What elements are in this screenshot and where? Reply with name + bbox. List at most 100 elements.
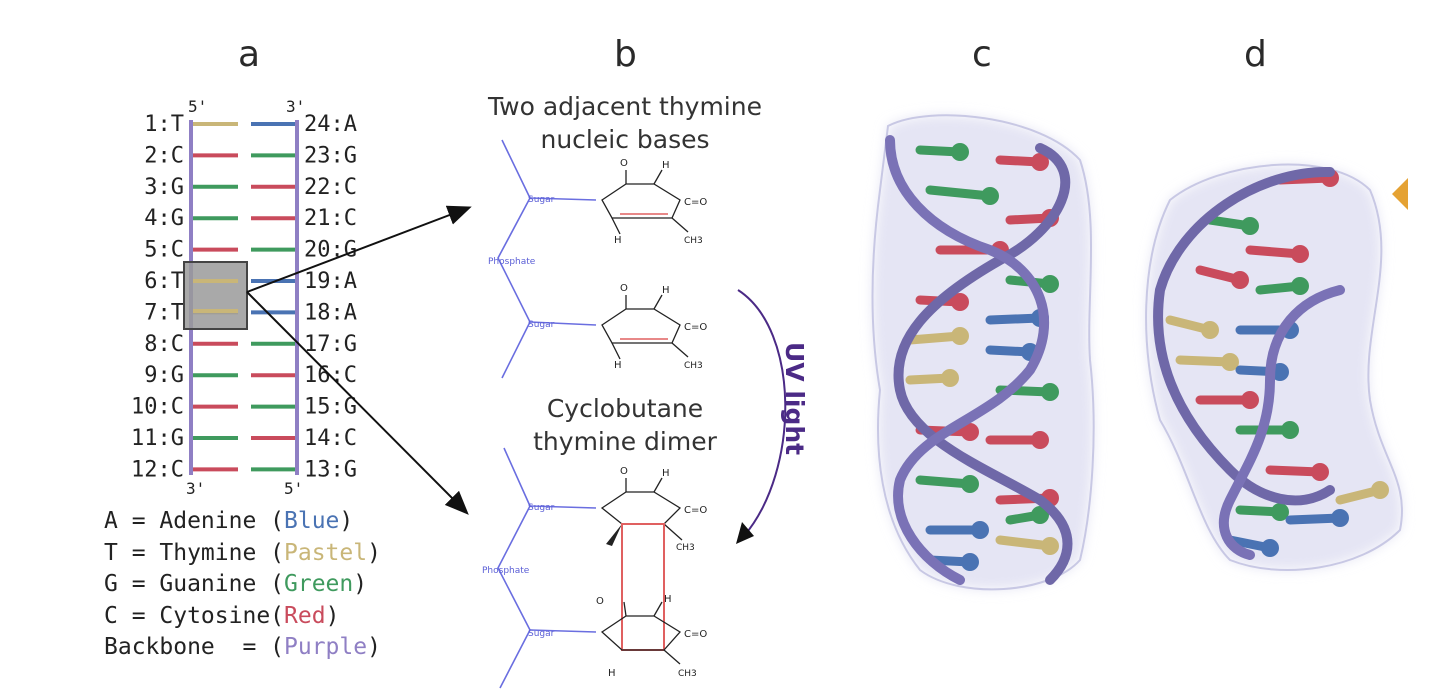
thymine-selection-box xyxy=(183,261,248,330)
base-label-right: 18:A xyxy=(304,300,357,325)
base-label-right: 23:G xyxy=(304,143,357,168)
strand-end-bottom-right: 5' xyxy=(284,479,303,498)
base-label-left: 12:C xyxy=(131,457,184,482)
helix-d-ribbon-1 xyxy=(1153,166,1335,506)
nucleotide-base-ring xyxy=(1261,539,1279,557)
nucleotide-base-ring xyxy=(1031,506,1049,524)
panel-label-d: d xyxy=(1244,34,1267,75)
atom-ch3-2: CH3 xyxy=(684,361,703,371)
nucleotide-base-ring xyxy=(951,293,969,311)
thymine-dimer-title-line1: Cyclobutane xyxy=(546,394,704,423)
helix-c-surface-outline xyxy=(871,114,1095,591)
thymine-dimer-title-line2: thymine dimer xyxy=(533,427,717,456)
legend-text: ) xyxy=(325,602,340,629)
nucleotide-base-ring xyxy=(1041,275,1059,293)
nucleotide-base-ring xyxy=(1221,353,1239,371)
uv-light-label: UV light xyxy=(780,342,809,455)
ligand-fragment xyxy=(1392,178,1408,210)
sugar-label-2: Sugar xyxy=(528,320,555,330)
legend-color-word: Red xyxy=(284,602,326,629)
base-label-right: 13:G xyxy=(304,457,357,482)
nucleotide-base-ring xyxy=(1281,421,1299,439)
legend-text: Backbone = ( xyxy=(104,634,285,660)
base-label-right: 24:A xyxy=(304,112,357,137)
nucleotide-base-ring xyxy=(1031,431,1049,449)
atom-co-2: C=O xyxy=(684,322,707,333)
base-label-left: 2:C xyxy=(144,143,184,168)
adjacent-thymine-title: Two adjacent thymine nucleic bases xyxy=(460,90,790,156)
legend-text: A = Adenine ( xyxy=(104,508,285,534)
nucleotide-base-ring xyxy=(1241,217,1259,235)
legend-row: Backbone = (Purple) xyxy=(104,634,381,660)
base-label-left: 10:C xyxy=(131,395,184,420)
sugar-label-1: Sugar xyxy=(528,195,555,205)
legend-row: A = Adenine (Blue) xyxy=(104,508,353,534)
nucleotide-base-ring xyxy=(1371,481,1389,499)
atom-o-1: O xyxy=(620,158,628,169)
legend-color-word: Green xyxy=(284,571,354,597)
atom-o-3: O xyxy=(620,466,628,477)
base-label-left: 4:G xyxy=(144,206,184,231)
base-label-left: 9:G xyxy=(144,363,184,388)
uv-light-arrow xyxy=(737,289,787,537)
panel-label-b: b xyxy=(614,34,637,75)
legend-text: ) xyxy=(367,539,381,566)
atom-ch3-3: CH3 xyxy=(676,543,695,553)
base-label-right: 15:G xyxy=(304,395,357,420)
panel-label-c: c xyxy=(972,34,992,75)
base-label-right: 14:C xyxy=(304,426,357,451)
helix-d-ribbon-2 xyxy=(1219,285,1345,560)
adjacent-thymine-title-line1: Two adjacent thymine xyxy=(488,92,762,121)
nucleotide-base-ring xyxy=(1231,271,1249,289)
upper-backbone xyxy=(497,139,597,379)
legend-color-word: Pastel xyxy=(284,539,368,566)
atom-h-4: H xyxy=(614,360,622,371)
legend-text: T = Thymine ( xyxy=(104,539,285,566)
dimer-ring-2 xyxy=(600,601,682,665)
helix-c-ribbon-1 xyxy=(893,143,1073,585)
atom-ch3-4: CH3 xyxy=(678,669,697,679)
base-label-right: 21:C xyxy=(304,206,357,231)
nucleotide-base-ring xyxy=(961,475,979,493)
legend-row: T = Thymine (Pastel) xyxy=(104,540,381,566)
atom-ch3-1: CH3 xyxy=(684,236,703,246)
nucleotide-base-ring xyxy=(1291,245,1309,263)
arrow-to-thymine-dimer xyxy=(246,291,469,515)
atom-co-3: C=O xyxy=(684,505,707,516)
strand-end-bottom-left: 3' xyxy=(186,479,205,498)
nucleotide-base-ring xyxy=(1241,391,1259,409)
nucleotide-base-stick xyxy=(925,185,995,201)
strand-end-top-right: 3' xyxy=(286,97,305,116)
nucleotide-base-ring xyxy=(1271,503,1289,521)
nucleotide-base-ring xyxy=(1331,509,1349,527)
legend-text: ) xyxy=(367,634,381,660)
legend-text: ) xyxy=(339,508,354,534)
base-label-right: 22:C xyxy=(304,175,357,200)
uv-arrow-head xyxy=(736,522,754,544)
atom-h-6: H xyxy=(664,594,672,605)
strand-end-top-left: 5' xyxy=(188,97,207,116)
thymine-dimer-title: Cyclobutane thymine dimer xyxy=(500,392,750,458)
nucleotide-base-ring xyxy=(1291,277,1309,295)
panel-label-a: a xyxy=(238,34,261,75)
legend-row: G = Guanine (Green) xyxy=(104,571,367,597)
nucleotide-base-ring xyxy=(1041,537,1059,555)
legend-color-word: Purple xyxy=(284,634,368,660)
atom-h-1: H xyxy=(662,160,670,171)
arrow-to-adjacent-thymines xyxy=(246,205,472,293)
base-label-right: 20:G xyxy=(304,238,357,263)
legend-text: G = Guanine ( xyxy=(104,571,285,597)
base-label-left: 11:G xyxy=(131,426,184,451)
nucleotide-base-ring xyxy=(1201,321,1219,339)
nucleotide-base-ring xyxy=(951,327,969,345)
base-label-left: 7:T xyxy=(144,300,184,325)
nucleotide-base-ring xyxy=(1041,383,1059,401)
legend-text: C = Cytosine( xyxy=(104,602,285,629)
base-label-left: 1:T xyxy=(144,112,184,137)
atom-o-4: O xyxy=(596,596,604,607)
base-label-left: 3:G xyxy=(144,175,184,200)
